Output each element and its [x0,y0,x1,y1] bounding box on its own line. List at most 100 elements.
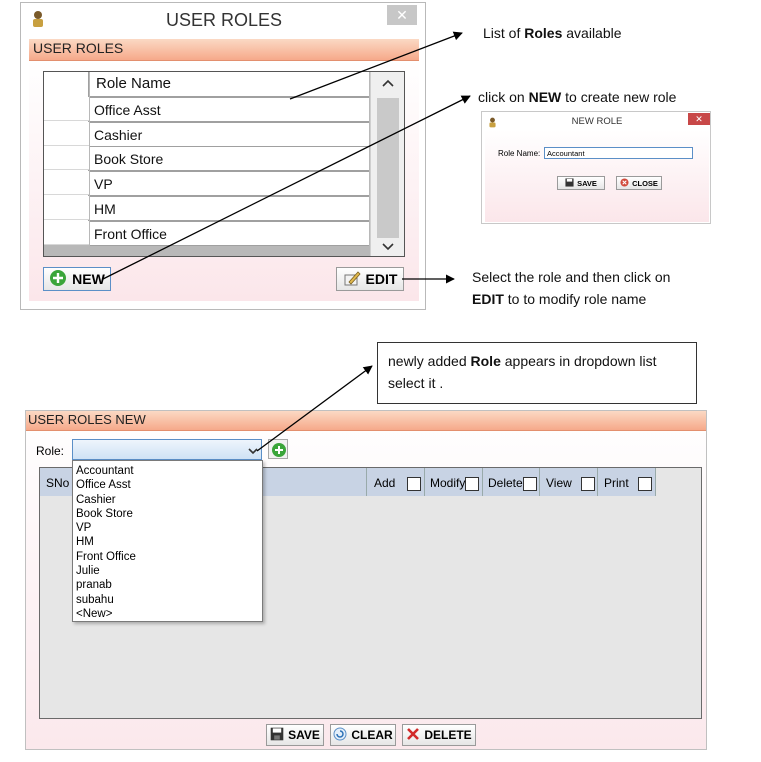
delete-checkbox[interactable] [522,476,537,491]
role-label: Role: [36,444,65,458]
section-band: USER ROLES [29,39,419,61]
dropdown-option[interactable]: HM [76,536,94,549]
chevron-down-icon[interactable] [247,444,259,456]
app-icon [29,10,47,28]
add-checkbox[interactable] [406,476,421,491]
annotation-text: click on [478,89,529,105]
add-role-button[interactable] [268,439,288,459]
edit-icon [343,269,361,290]
section-band-new: USER ROLES NEW [26,411,706,431]
column-header-role-name[interactable]: Role Name [90,72,369,97]
modify-checkbox[interactable] [465,476,480,491]
role-row[interactable]: Cashier [90,121,369,147]
dropdown-option[interactable]: Office Asst [76,479,131,492]
close-button[interactable]: ✕ [387,5,417,25]
col-modify-label: Modify [430,476,466,490]
col-add-label: Add [374,476,396,490]
annotation-bold: NEW [528,89,562,105]
role-name-label: Role Name: [498,149,541,158]
print-checkbox[interactable] [638,476,653,491]
annotation-text: List of [483,25,525,41]
row-header-cell[interactable] [44,121,89,146]
new-role-dialog: NEW ROLE ✕ Role Name: Accountant SAVE CL… [481,111,711,224]
dropdown-option[interactable]: VP [76,522,92,535]
annotation-bold: EDIT [472,291,504,307]
delete-button[interactable]: DELETE [402,724,476,746]
role-row[interactable]: Office Asst [90,97,369,122]
annotation-dropdown-box: newly added Role appears in dropdown lis… [377,342,697,404]
clear-label: CLEAR [351,728,393,742]
scroll-up-icon[interactable] [380,76,396,88]
col-modify[interactable]: Modify [424,468,482,496]
row-header-cell[interactable] [44,146,89,171]
scroll-down-icon[interactable] [380,240,396,252]
save-button[interactable]: SAVE [266,724,324,746]
role-row[interactable]: HM [90,195,369,221]
row-header-cell[interactable] [44,171,89,196]
window-title: USER ROLES [165,10,283,30]
view-checkbox[interactable] [581,476,596,491]
role-row[interactable]: Front Office [90,220,369,246]
annotation-text: select it . [388,375,444,391]
dropdown-option[interactable]: Accountant [76,465,134,477]
add-icon [271,442,287,458]
new-label: NEW [72,271,105,287]
annotation-text: to create new role [561,89,677,105]
dropdown-option[interactable]: pranab [76,579,112,592]
dialog-save-button[interactable]: SAVE [557,176,605,190]
row-header-cell[interactable] [44,220,89,245]
dropdown-option[interactable]: Front Office [76,550,136,563]
vertical-scrollbar[interactable] [370,72,404,256]
role-row[interactable]: Book Store [90,146,369,172]
dialog-close-label: CLOSE [632,178,658,188]
annotation-edit: Select the role and then click on EDIT t… [472,266,752,310]
refresh-icon [333,727,347,744]
col-print-label: Print [604,476,629,490]
delete-x-icon [406,727,420,744]
user-roles-window: USER ROLES ✕ USER ROLES Role Name Office… [20,2,426,310]
role-name-input[interactable]: Accountant [544,147,693,159]
close-circle-icon [620,177,629,189]
clear-button[interactable]: CLEAR [330,724,396,746]
dropdown-option[interactable]: Julie [76,565,100,578]
dialog-save-label: SAVE [577,178,597,188]
dialog-title: NEW ROLE [571,116,623,127]
scroll-thumb[interactable] [377,98,399,238]
add-icon [49,269,67,290]
col-delete-label: Delete [488,476,523,490]
role-row[interactable]: VP [90,171,369,197]
dialog-close-text-button[interactable]: CLOSE [616,176,662,190]
annotation-text: newly added [388,353,471,369]
delete-label: DELETE [424,728,472,742]
row-header-cell[interactable] [44,97,89,121]
col-sno: SNo [46,476,70,490]
annotation-text: Select the role and then click on [472,269,671,285]
row-header-cell[interactable] [44,195,89,220]
annotation-list: List of Roles available [483,22,743,44]
col-view-label: View [546,476,572,490]
annotation-text: available [562,25,622,41]
annotation-text: to to modify role name [503,291,647,307]
role-select[interactable] [72,439,262,460]
annotation-text: appears in dropdown list [500,353,657,369]
save-label: SAVE [288,728,320,742]
col-add[interactable]: Add [366,468,424,496]
col-view[interactable]: View [539,468,597,496]
edit-button[interactable]: EDIT [336,267,404,291]
dropdown-option[interactable]: Book Store [76,507,133,520]
dialog-close-button[interactable]: ✕ [688,113,710,125]
floppy-icon [565,177,574,189]
dialog-app-icon [487,115,498,128]
user-roles-new-window: USER ROLES NEW Role: SNo Add Modify Dele… [25,410,707,750]
col-delete[interactable]: Delete [482,468,539,496]
annotation-bold: Roles [524,25,563,41]
col-print[interactable]: Print [597,468,656,496]
dropdown-option[interactable]: Cashier [76,493,116,506]
dropdown-option[interactable]: <New> [76,607,113,620]
annotation-new: click on NEW to create new role [478,86,748,108]
floppy-icon [270,727,284,744]
dropdown-option[interactable]: subahu [76,593,114,606]
new-button[interactable]: NEW [43,267,111,291]
